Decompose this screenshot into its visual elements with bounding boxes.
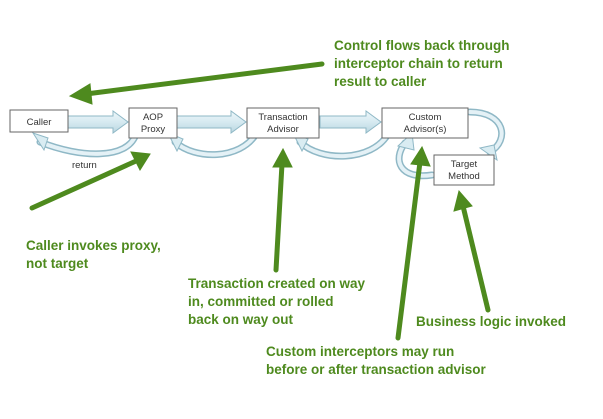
flow-arrow-transaction-to-custom [319,110,382,134]
annotation-custom-interceptors-line-1: Custom interceptors may run [266,344,454,359]
pointer-caller-invokes [29,158,139,211]
node-aop-proxy-label-2: Proxy [141,124,166,135]
pointer-custom-interceptors [395,159,423,341]
annotation-business-logic: Business logic invoked [416,314,566,329]
annotation-caller-invokes-line-2: not target [26,256,89,271]
pointer-control-flow [83,61,325,97]
node-transaction-advisor-label-2: Advisor [267,124,299,135]
flow-arrow-caller-to-proxy [67,110,129,134]
return-arrow-proxy-to-caller-head [31,132,49,152]
annotation-transaction-created-line-1: Transaction created on way [188,276,366,291]
node-custom-advisor-label-2: Advisor(s) [404,124,447,135]
node-target-method-label-1: Target [451,159,478,170]
pointer-caller-invokes-head [130,151,151,172]
annotation-transaction-created-line-3: back on way out [188,312,294,327]
annotation-transaction-created: Transaction created on way in, committed… [188,276,366,327]
node-custom-advisor-label-1: Custom [409,112,442,123]
pointer-transaction-created [273,161,285,273]
forward-flow-arrows [67,110,382,134]
flow-arrow-proxy-to-transaction [176,110,247,134]
node-caller: Caller [9,109,69,133]
node-aop-proxy: AOP Proxy [128,107,178,139]
annotation-caller-invokes: Caller invokes proxy, not target [26,238,161,271]
edge-label-return: return [72,160,97,171]
return-flow-arrows [31,130,392,160]
annotation-control-flow-line-2: interceptor chain to return [334,56,503,71]
target-loop-arrows [395,108,506,180]
annotation-custom-interceptors-line-2: before or after transaction advisor [266,362,487,377]
annotation-pointers [29,61,491,341]
pointer-control-flow-head [68,83,93,105]
loop-arrow-custom-to-target-inner [468,110,504,154]
node-target-method-label-2: Method [448,171,480,182]
annotation-custom-interceptors: Custom interceptors may run before or af… [266,344,487,377]
pointer-transaction-created-head [272,147,293,168]
return-arrow-custom-to-transaction-inner [298,132,390,159]
pointer-business-logic-head [453,189,473,212]
node-custom-advisor: Custom Advisor(s) [381,107,469,139]
annotation-control-flow-line-3: result to caller [334,74,427,89]
node-target-method: Target Method [433,154,495,186]
node-caller-label: Caller [27,117,52,128]
pointer-business-logic [460,203,491,313]
annotation-control-flow-line-1: Control flows back through [334,38,510,53]
loop-arrow-target-to-custom-inner [397,141,434,178]
return-arrow-proxy-to-caller-inner [38,132,138,156]
annotation-caller-invokes-line-1: Caller invokes proxy, [26,238,161,253]
node-transaction-advisor: Transaction Advisor [246,107,320,139]
pointer-custom-interceptors-head [410,145,431,167]
node-aop-proxy-label-1: AOP [143,112,163,123]
annotation-transaction-created-line-2: in, committed or rolled [188,294,334,309]
annotation-control-flow: Control flows back through interceptor c… [334,38,510,89]
annotation-business-logic-line-1: Business logic invoked [416,314,566,329]
return-arrow-transaction-to-proxy-inner [173,132,258,157]
node-transaction-advisor-label-1: Transaction [258,112,307,123]
